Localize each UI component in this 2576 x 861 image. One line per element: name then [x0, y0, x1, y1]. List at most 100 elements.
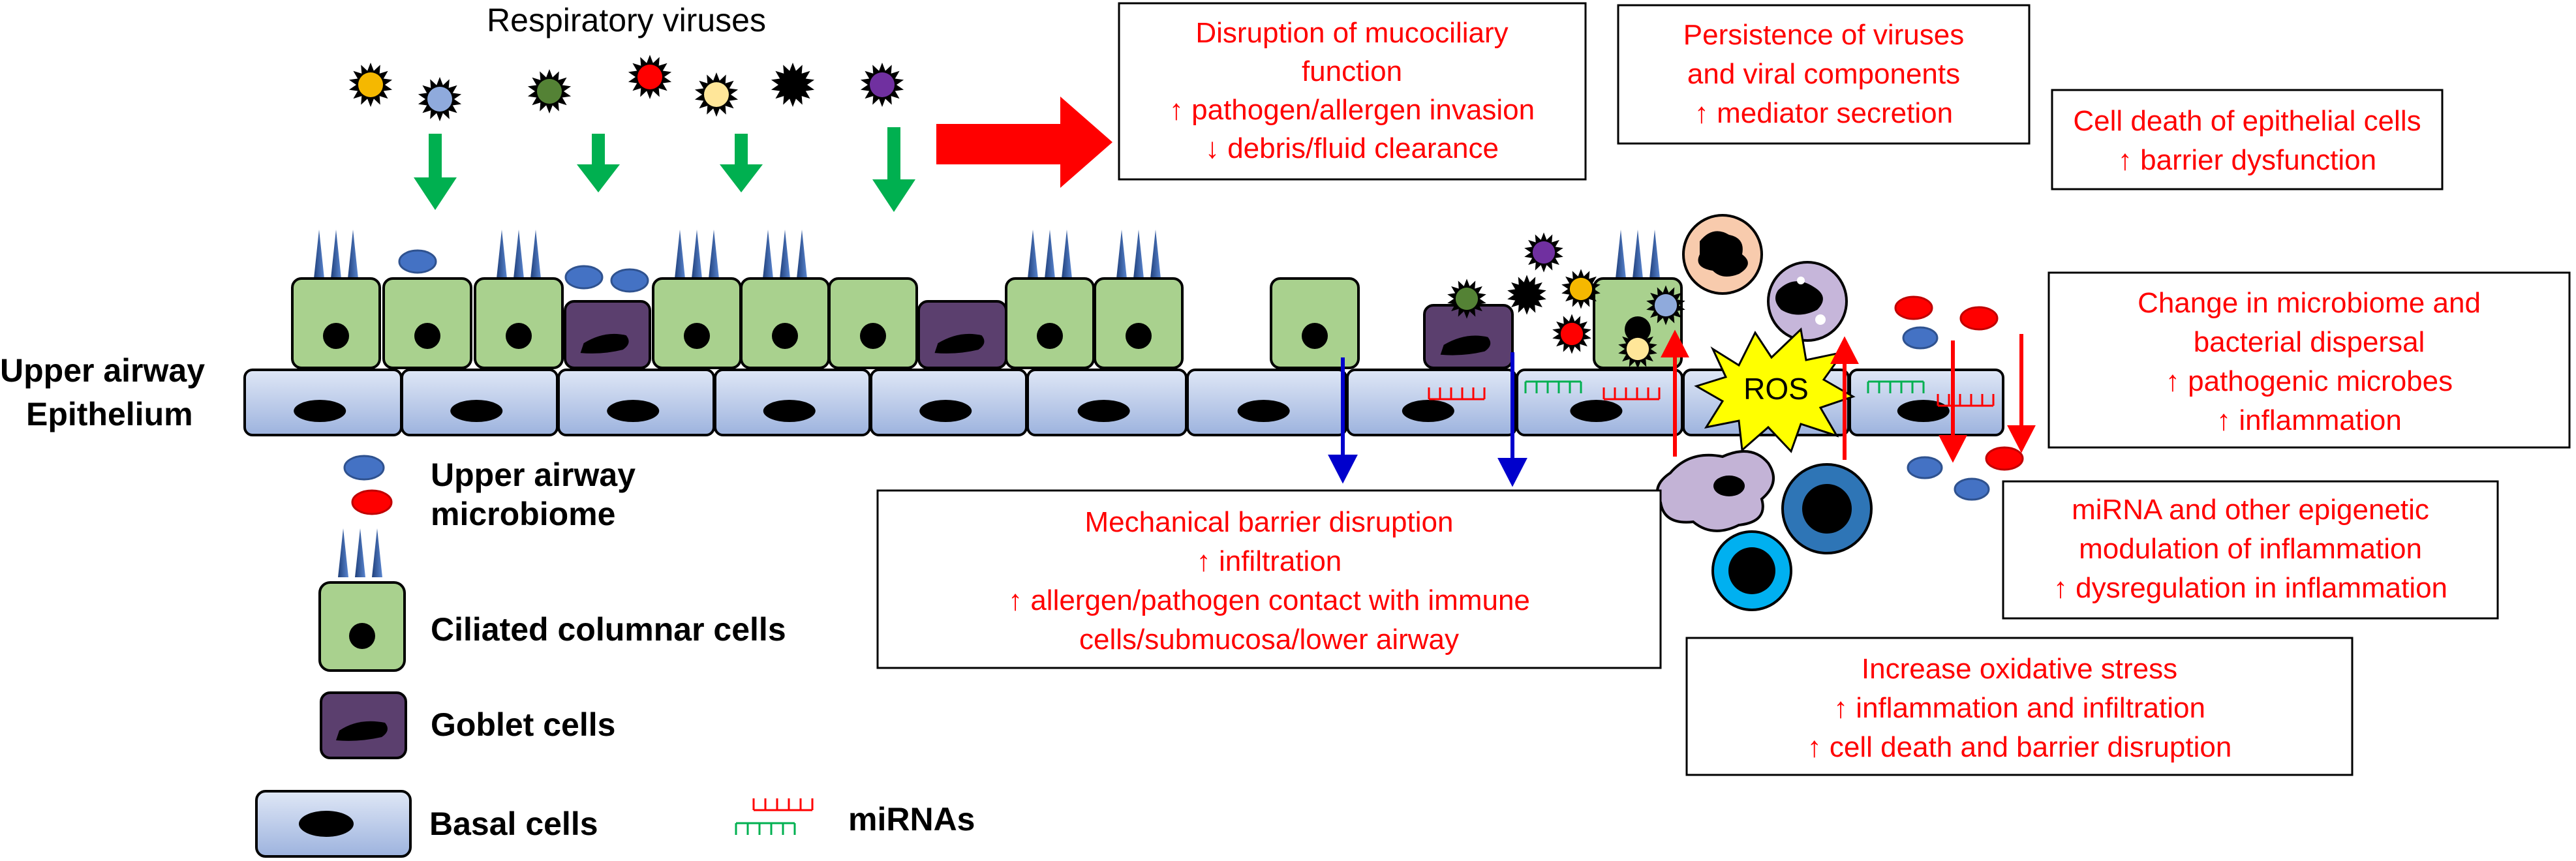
- microbiome-right: [1894, 295, 2024, 501]
- ciliated-columnar-cell: [1005, 230, 1095, 369]
- eosinophil-cell: [1767, 261, 1848, 342]
- microbe-blue: [398, 249, 437, 274]
- box-text-line: Mechanical barrier disruption: [1085, 506, 1454, 538]
- macrophage-cell: [1656, 450, 1775, 532]
- box-text-line: cells/submucosa/lower airway: [1079, 624, 1459, 656]
- box-text-line: ↑ cell death and barrier disruption: [1807, 731, 2232, 763]
- box-text-line: miRNA and other epigenetic: [2072, 494, 2429, 526]
- green-arrow: [720, 134, 763, 192]
- box-text-line: ↑ barrier dysfunction: [2118, 144, 2376, 176]
- legend-ciliated-icon: [318, 528, 406, 672]
- lymphocyte-cell: [1711, 530, 1792, 611]
- goblet-cell: [917, 300, 1007, 369]
- virus-particle: [348, 63, 393, 107]
- red-arrow-down: [2007, 334, 2036, 453]
- mirna-red: [1602, 387, 1661, 400]
- basal-cell: [243, 369, 403, 436]
- ciliated-columnar-cell: [1270, 277, 1360, 369]
- legend-microbiome-icons: [343, 455, 393, 515]
- box-text-line: ↓ debris/fluid clearance: [1205, 132, 1499, 164]
- ciliated-columnar-cell: [740, 230, 830, 369]
- virus-particle: [1447, 279, 1486, 319]
- box-oxidative: [1685, 637, 2354, 776]
- red-arrow-up: [1661, 329, 1689, 457]
- red-arrow-down: [1939, 340, 1967, 463]
- legend-basal-icon: [255, 790, 412, 858]
- box-microbiome-change: [2047, 271, 2571, 449]
- ros-label: ROS: [1743, 372, 1809, 406]
- mirna-red: [1937, 394, 1995, 407]
- legend-microbiome-line1: Upper airway: [431, 457, 636, 493]
- mirna-red: [1428, 387, 1486, 400]
- legend-mirna-label: miRNAs: [848, 801, 975, 838]
- box-text-line: Disruption of mucociliary: [1195, 17, 1508, 49]
- basal-cell: [1848, 369, 2004, 436]
- box-text-line: Increase oxidative stress: [1862, 653, 2177, 685]
- basal-cell: [1186, 369, 1347, 436]
- basal-cell: [1346, 369, 1517, 436]
- microbe-blue: [1954, 477, 1990, 501]
- blue-arrow-down: [1328, 357, 1358, 484]
- box-text-line: ↑ infiltration: [1197, 545, 1342, 577]
- box-mirna-mod-text: miRNA and other epigenetic modulation of …: [2053, 494, 2447, 604]
- neutrophil-cell: [1682, 214, 1763, 295]
- box-text-line: modulation of inflammation: [2079, 533, 2422, 565]
- microbe-blue: [564, 265, 604, 290]
- virus-particle: [771, 63, 815, 107]
- legend: Upper airway microbiome Ciliated columna…: [255, 455, 975, 858]
- box-mucociliary-text: Disruption of mucociliary function ↑ patho…: [1169, 17, 1535, 164]
- box-text-line: ↑ dysregulation in inflammation: [2053, 572, 2447, 604]
- green-arrow: [872, 127, 915, 212]
- virus-particle: [1618, 329, 1657, 369]
- box-text-line: ↑ pathogen/allergen invasion: [1169, 94, 1535, 126]
- microbe-red: [1959, 306, 1999, 331]
- virus-particle: [1552, 314, 1591, 354]
- box-cell-death-text: Cell death of epithelial cells↑ barrier …: [2073, 105, 2421, 176]
- box-mechanical: [876, 489, 1662, 669]
- box-text-line: function: [1302, 55, 1402, 87]
- virus-particle: [527, 69, 572, 113]
- viruses-label: Respiratory viruses: [487, 2, 766, 38]
- ciliated-columnar-cell: [652, 230, 742, 369]
- legend-basal-label: Basal cells: [429, 806, 598, 842]
- box-text-line: Persistence of viruses: [1683, 19, 1964, 51]
- ciliated-columnar-cell: [828, 277, 918, 369]
- mirna-green: [735, 822, 796, 835]
- red-arrow-right: [936, 97, 1112, 188]
- legend-ciliated-label: Ciliated columnar cells: [431, 611, 786, 648]
- box-mechanical-text: Mechanical barrier disruption ↑ infiltrat…: [1008, 506, 1530, 656]
- box-oxidative-text: Increase oxidative stress ↑ inflammation …: [1807, 653, 2232, 763]
- box-persistence: [1617, 4, 2031, 145]
- virus-particle: [860, 63, 904, 107]
- goblet-cell: [1423, 304, 1514, 369]
- box-text-line: ↑ allergen/pathogen contact with immune: [1008, 584, 1530, 616]
- box-cell-death: [2051, 89, 2444, 190]
- box-text-line: ↑ inflammation and infiltration: [1833, 692, 2205, 724]
- ciliated-columnar-cell: [291, 230, 381, 369]
- mirna-red: [752, 798, 814, 811]
- green-arrow: [577, 134, 620, 192]
- ciliated-columnar-cell: [382, 277, 472, 369]
- damage-virus-cluster: [1447, 232, 1685, 369]
- microbe-blue: [1907, 456, 1943, 479]
- ciliated-columnar-cell: [1094, 230, 1184, 369]
- virus-particles: [348, 55, 904, 121]
- basal-cell: [401, 369, 559, 436]
- legend-goblet-label: Goblet cells: [431, 706, 615, 743]
- epithelium-label-line2: Epithelium: [26, 396, 193, 432]
- virus-particle: [1646, 285, 1685, 325]
- box-text-line: Change in microbiome and: [2138, 287, 2481, 319]
- box-mucociliary: [1118, 2, 1587, 181]
- virus-particle: [694, 72, 739, 117]
- virus-particle: [1507, 275, 1546, 315]
- virus-particle: [628, 55, 672, 99]
- green-arrow: [414, 134, 457, 210]
- ros-burst: ROS: [1694, 327, 1856, 453]
- infiltration-arrows: [1328, 329, 2036, 487]
- ciliated-columnar-cell: [474, 230, 564, 369]
- mirna-green: [1524, 380, 1582, 393]
- mirna-green: [1867, 380, 1925, 393]
- microbe-blue: [1902, 326, 1939, 350]
